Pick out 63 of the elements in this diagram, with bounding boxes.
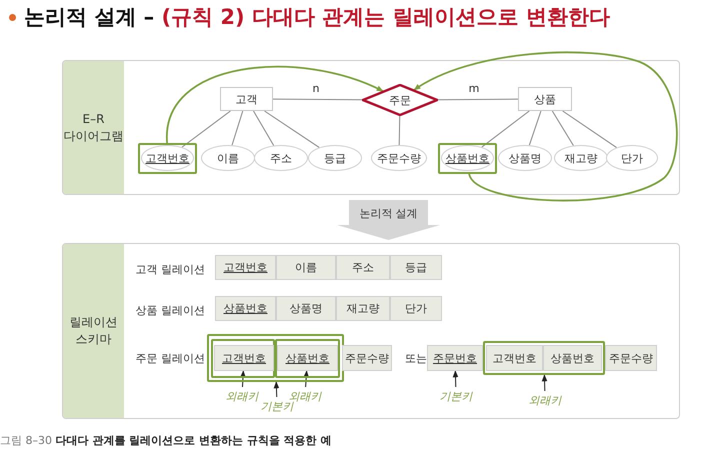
relationship-diamond: 주문 (362, 84, 438, 116)
table-cell: 주문번호 (427, 345, 483, 371)
sidebar-label: E–R 다이어그램 (63, 61, 124, 194)
table-cell: 상품명 (276, 296, 336, 321)
connector-line (528, 110, 542, 146)
connector-line (182, 110, 231, 148)
arrow (166, 66, 384, 144)
connector-line (253, 110, 274, 146)
table-cell: 주문수량 (605, 345, 657, 371)
row-label: 상품 릴레이션 (134, 302, 205, 318)
attribute-ellipse: 상품번호 (441, 145, 494, 171)
entity-box: 상품 (518, 87, 572, 111)
table-cell: 상품번호 (543, 345, 602, 371)
attribute-ellipse: 상품명 (498, 145, 552, 171)
row-label: 고객 릴레이션 (134, 262, 205, 278)
entity-box: 고객 (220, 87, 273, 111)
connector-line (264, 110, 320, 148)
process-arrow: 논리적 설계 (337, 200, 440, 240)
attribute-ellipse: 재고량 (554, 145, 608, 171)
table-cell: 상품번호 (215, 296, 276, 321)
connector-line (232, 110, 244, 146)
table-cell: 주문수량 (342, 345, 392, 371)
attribute-ellipse: 주문수량 (371, 145, 427, 171)
row-label: 주문 릴레이션 (134, 350, 205, 366)
attribute-ellipse: 고객번호 (141, 145, 194, 171)
connector-line (398, 115, 400, 146)
highlight-box (207, 334, 344, 382)
table-cell: 이름 (276, 255, 336, 280)
table-cell: 단가 (390, 296, 442, 321)
row-label: 또는 (404, 350, 427, 366)
table-cell: 고객번호 (214, 345, 274, 371)
connector-line (552, 110, 574, 146)
panel (62, 60, 680, 195)
highlight-box (275, 339, 340, 378)
highlight-box (211, 339, 275, 378)
key-label: 기본키 (437, 387, 475, 405)
leader-arrow (240, 370, 246, 388)
table-cell: 재고량 (336, 296, 390, 321)
title: 논리적 설계 – (규칙 2) 다대다 관계는 릴레이션으로 변환한다 (24, 4, 610, 31)
connector-line (436, 98, 518, 100)
arrow (414, 52, 678, 202)
table-cell: 등급 (390, 255, 442, 280)
table-cell: 고객번호 (486, 345, 543, 371)
connector-line (481, 110, 530, 148)
attribute-ellipse: 이름 (201, 145, 255, 171)
connector-line (272, 98, 364, 100)
leader-arrow (303, 370, 310, 388)
key-label: 외래키 (526, 391, 564, 409)
connector-line (562, 110, 618, 148)
leader-arrow (542, 374, 548, 392)
table-cell: 고객번호 (215, 255, 276, 280)
key-label: 외래키 (223, 387, 261, 405)
table-cell: 상품번호 (277, 345, 338, 371)
attribute-ellipse: 등급 (308, 145, 362, 171)
panel (62, 243, 680, 419)
leader-arrow (274, 381, 280, 398)
sidebar-label: 릴레이션 스키마 (63, 244, 124, 418)
attribute-ellipse: 단가 (606, 145, 658, 171)
attribute-ellipse: 주소 (254, 145, 308, 171)
leader-arrow (452, 370, 458, 388)
caption: 그림 8–30 다대다 관계를 릴레이션으로 변환하는 규칙을 적용한 예 (0, 433, 332, 448)
table-cell: 주소 (336, 255, 390, 280)
highlight-box (483, 341, 605, 375)
